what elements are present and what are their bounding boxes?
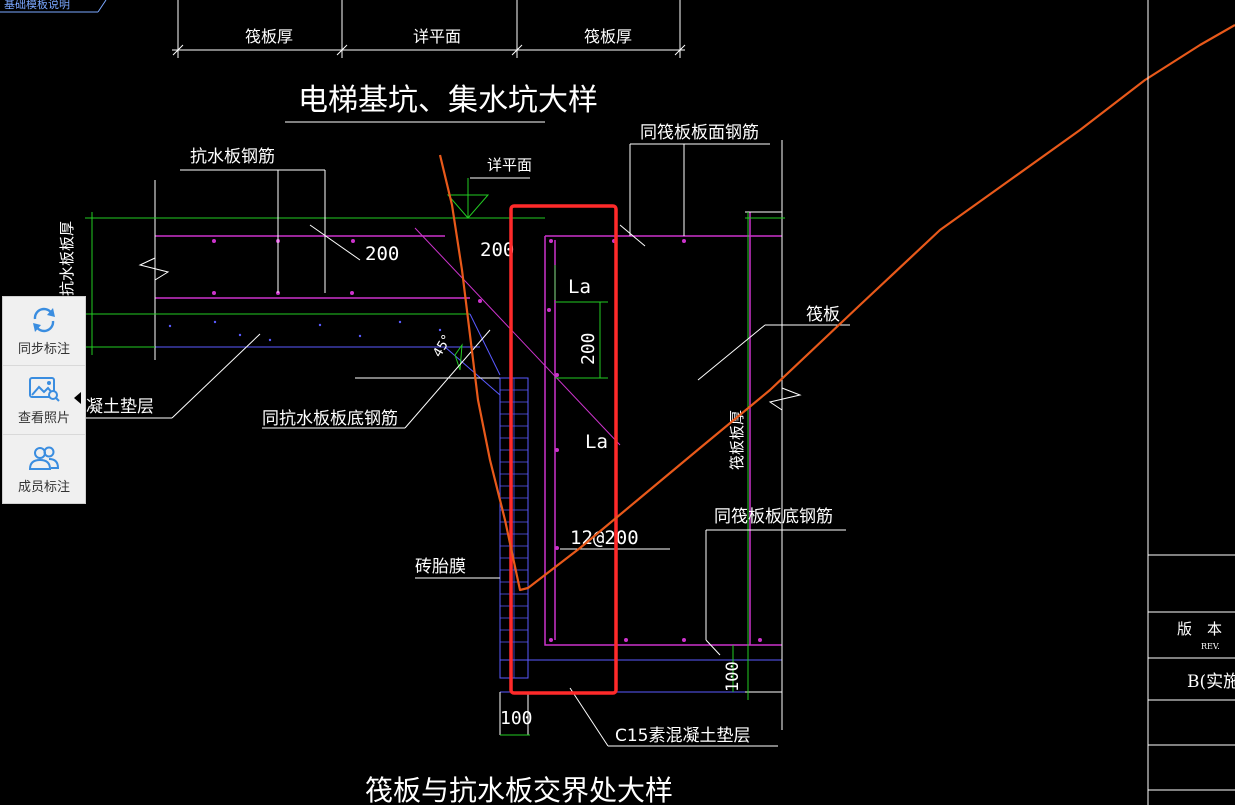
label-c15-cushion: C15素混凝土垫层 bbox=[615, 726, 751, 746]
label-same-kangshui-bottom-rebar: 同抗水板板底钢筋 bbox=[262, 409, 398, 429]
kangshui-slab bbox=[85, 180, 545, 360]
label-same-raft-top-rebar: 同筏板板面钢筋 bbox=[640, 123, 759, 143]
top-dim-2: 详平面 bbox=[413, 27, 461, 46]
red-highlight-box bbox=[509, 204, 618, 695]
dim-100-v: 100 bbox=[723, 661, 743, 692]
orange-markup-line bbox=[438, 24, 1235, 592]
sync-icon bbox=[33, 307, 55, 333]
member-annotation-button[interactable]: 成员标注 bbox=[3, 435, 85, 503]
sync-annotation-label: 同步标注 bbox=[17, 342, 70, 357]
photo-icon bbox=[29, 377, 60, 402]
version-value: B(实施 bbox=[1187, 672, 1235, 692]
label-raft: 筏板 bbox=[806, 305, 840, 325]
label-kangshui-rebar: 抗水板钢筋 bbox=[190, 147, 275, 167]
brick-mould bbox=[499, 377, 529, 679]
label-concrete-cushion: 凝土垫层 bbox=[86, 397, 154, 417]
top-dim-3: 筏板厚 bbox=[584, 27, 632, 46]
chamfer: 45° bbox=[430, 313, 501, 396]
label-rebar-spec: 12@200 bbox=[570, 527, 639, 549]
panel-collapse-arrow-icon[interactable] bbox=[74, 392, 81, 404]
label-kangshui-thickness: 抗水板板厚 bbox=[58, 221, 76, 296]
dim-200-a: 200 bbox=[365, 243, 399, 265]
side-tool-panel: 同步标注 查看照片 成员标注 bbox=[2, 296, 86, 504]
dim-100-h: 100 bbox=[500, 708, 533, 729]
rev-label: REV. bbox=[1201, 642, 1220, 651]
members-icon bbox=[28, 446, 60, 470]
pit-rebar bbox=[544, 212, 782, 646]
label-raft-thickness: 筏板板厚 bbox=[728, 410, 746, 470]
bottom-title: 筏板与抗水板交界处大样 bbox=[365, 774, 673, 805]
section-title: 电梯基坑、集水坑大样 bbox=[298, 83, 598, 118]
dim-200-v: 200 bbox=[578, 332, 599, 365]
dim-la-2: La bbox=[585, 431, 608, 453]
dim-la-1: La bbox=[568, 276, 591, 298]
dim-200-b: 200 bbox=[480, 239, 514, 261]
sync-annotation-button[interactable]: 同步标注 bbox=[3, 297, 85, 366]
label-same-raft-bottom-rebar: 同筏板板底钢筋 bbox=[714, 507, 833, 527]
view-photo-button[interactable]: 查看照片 bbox=[3, 366, 85, 435]
label-angle: 45° bbox=[430, 333, 455, 360]
top-dim-1: 筏板厚 bbox=[245, 27, 293, 46]
top-partial-label: 基础模板说明 bbox=[4, 0, 70, 11]
top-dimension bbox=[172, 0, 686, 58]
view-photo-label: 查看照片 bbox=[17, 411, 70, 426]
version-label: 版 本 bbox=[1177, 620, 1223, 638]
member-annotation-label: 成员标注 bbox=[17, 480, 70, 495]
label-brick-mould: 砖胎膜 bbox=[415, 557, 466, 577]
title-block: 版 本 REV. B(实施 bbox=[1147, 0, 1235, 805]
label-xiang-pingmian: 详平面 bbox=[487, 156, 532, 174]
